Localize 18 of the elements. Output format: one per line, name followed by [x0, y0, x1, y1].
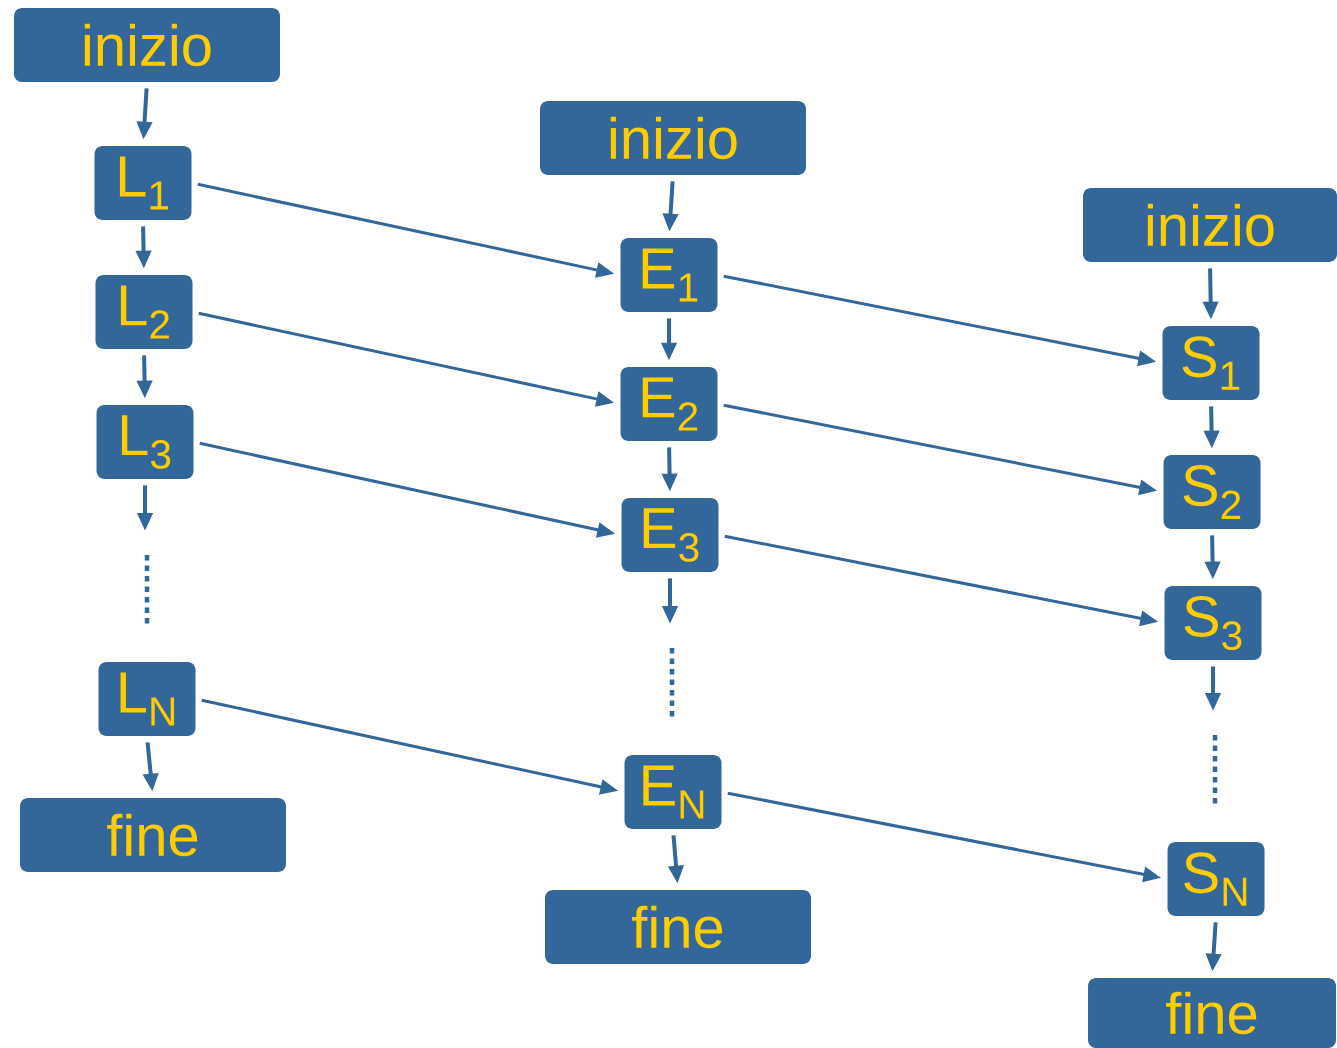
process-box: L$_{1}$ [94, 146, 192, 220]
process-box: E$_{1}$ [620, 238, 718, 312]
process-box: inizio [1083, 188, 1337, 262]
process-box: fine [20, 798, 286, 872]
process-box: S$_{3}$ [1164, 586, 1262, 660]
process-box: L$_{3}$ [96, 405, 194, 479]
process-box: S$_{2}$ [1163, 455, 1261, 529]
process-box: inizio [540, 101, 806, 175]
process-box: S$_{1}$ [1162, 326, 1260, 400]
process-box: fine [1088, 978, 1336, 1048]
process-box: E$_{3}$ [621, 498, 719, 572]
process-box: E$_{2}$ [620, 367, 718, 441]
process-box: L$_{N}$ [98, 662, 196, 736]
process-box: S$_{N}$ [1167, 842, 1265, 916]
process-box: L$_{2}$ [95, 275, 193, 349]
process-box: fine [545, 890, 811, 964]
process-box: E$_{N}$ [624, 755, 722, 829]
process-box: inizio [14, 8, 280, 82]
